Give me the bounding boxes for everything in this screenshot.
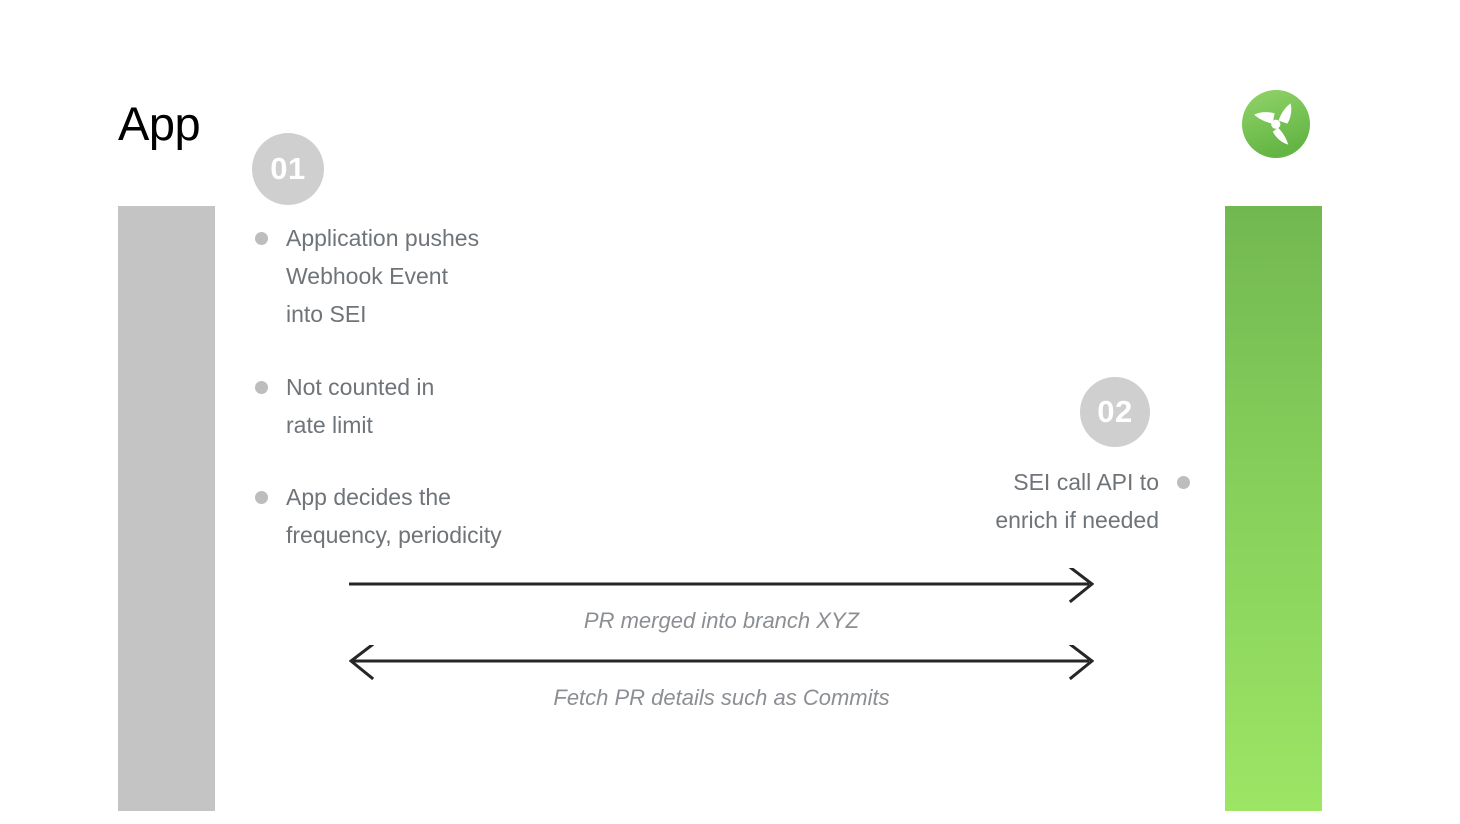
bullet-text: Application pushes Webhook Event into SE… [286, 225, 480, 328]
bullet-dot-icon [1177, 476, 1190, 489]
arrow-bidirectional-icon [349, 645, 1094, 681]
page-title: App [118, 97, 201, 150]
sei-lane-bar [1225, 206, 1322, 811]
flow-message-1: PR merged into branch XYZ [349, 568, 1094, 634]
step-badge-02: 02 [1080, 377, 1150, 447]
bullet-dot-icon [255, 380, 268, 394]
list-item: Application pushes Webhook Event into SE… [255, 219, 595, 334]
step-badge-01: 01 [252, 133, 324, 205]
list-item: Not counted in rate limit [255, 368, 595, 444]
app-lane-bar [118, 206, 215, 811]
bullet-text: Not counted in rate limit [286, 373, 435, 438]
step-badge-02-label: 02 [1097, 394, 1133, 429]
list-item: SEI call API to enrich if needed [860, 463, 1190, 539]
bullet-text: SEI call API to enrich if needed [995, 469, 1159, 534]
flow-message-2: Fetch PR details such as Commits [349, 645, 1094, 711]
list-item: App decides the frequency, periodicity [255, 478, 595, 554]
arrow-right-icon [349, 568, 1094, 604]
step-02-bullet-list: SEI call API to enrich if needed [860, 463, 1190, 539]
bullet-text: App decides the frequency, periodicity [286, 483, 502, 549]
bullet-dot-icon [255, 490, 268, 504]
harness-propeller-logo-icon [1241, 89, 1311, 159]
flow-message-1-label: PR merged into branch XYZ [583, 608, 860, 633]
flow-message-2-label: Fetch PR details such as Commits [553, 685, 890, 710]
step-badge-01-label: 01 [270, 151, 306, 186]
bullet-dot-icon [255, 232, 268, 245]
step-01-bullet-list: Application pushes Webhook Event into SE… [255, 219, 595, 554]
